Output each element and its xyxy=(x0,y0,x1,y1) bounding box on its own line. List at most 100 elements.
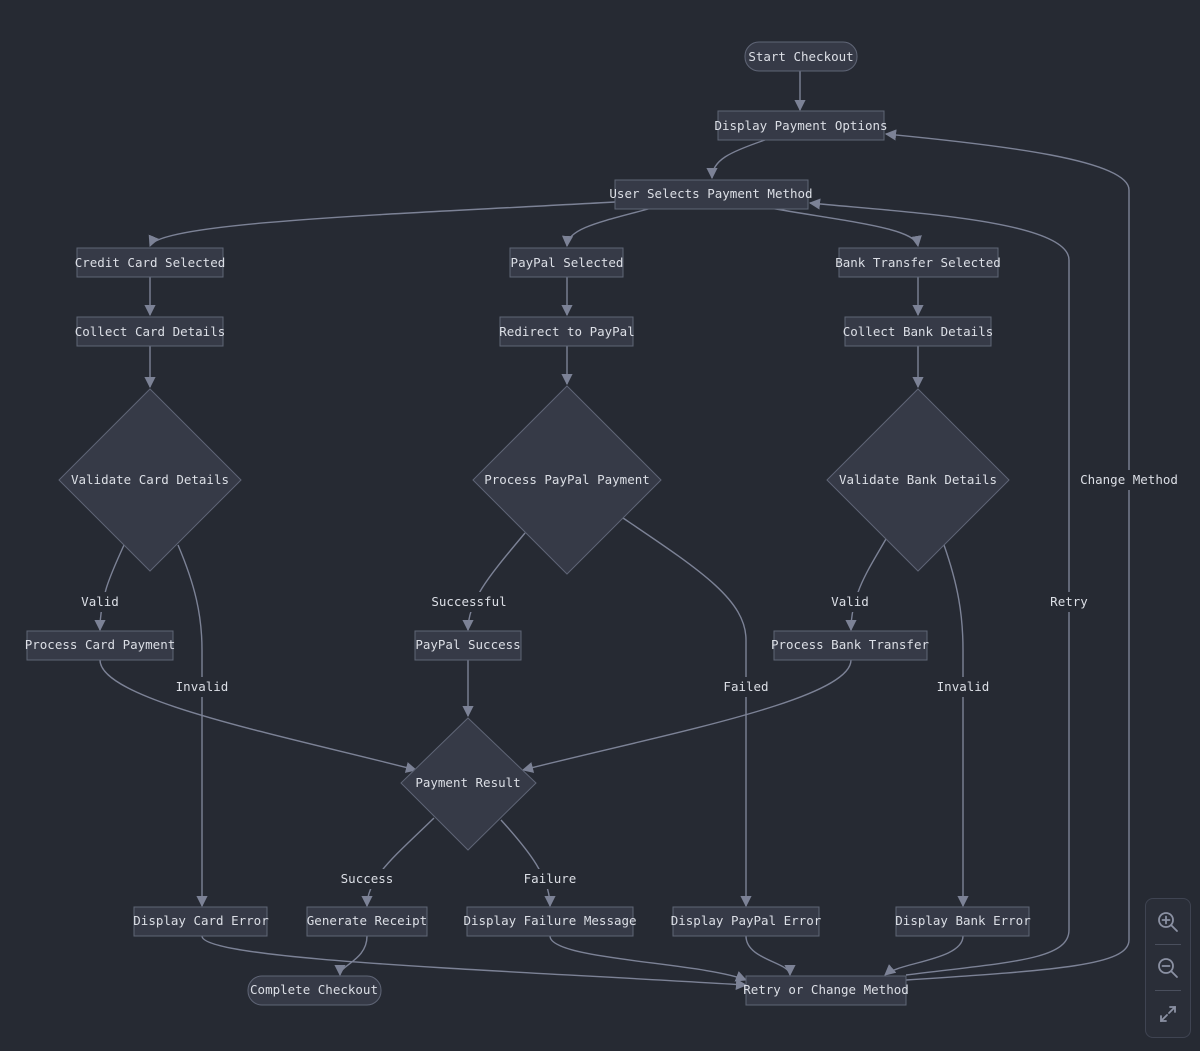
zoom-divider xyxy=(1155,990,1181,991)
svg-text:Successful: Successful xyxy=(431,594,506,609)
svg-text:Generate Receipt: Generate Receipt xyxy=(307,913,427,928)
svg-text:Complete Checkout: Complete Checkout xyxy=(250,982,378,997)
edge-card-error-retry xyxy=(201,935,748,990)
zoom-out-icon xyxy=(1158,957,1178,978)
svg-text:Valid: Valid xyxy=(831,594,869,609)
svg-text:Validate Bank Details: Validate Bank Details xyxy=(839,472,997,487)
nodes: Start Checkout Display Payment Options U… xyxy=(25,41,1031,1006)
svg-text:User Selects Payment Method: User Selects Payment Method xyxy=(609,186,812,201)
edge-label-card-valid: Valid xyxy=(80,592,120,612)
zoom-in-icon xyxy=(1158,911,1178,932)
svg-text:PayPal Success: PayPal Success xyxy=(415,637,520,652)
edge-bank-error-retry xyxy=(884,935,964,976)
edge-bank-valid xyxy=(845,538,887,632)
node-process-card-payment[interactable]: Process Card Payment xyxy=(25,630,176,661)
svg-text:Start Checkout: Start Checkout xyxy=(748,49,853,64)
edges xyxy=(94,71,1130,990)
node-collect-bank-details[interactable]: Collect Bank Details xyxy=(843,316,994,347)
node-process-paypal-payment[interactable]: Process PayPal Payment xyxy=(472,385,662,575)
node-redirect-to-paypal[interactable]: Redirect to PayPal xyxy=(499,316,635,347)
node-generate-receipt[interactable]: Generate Receipt xyxy=(306,906,428,937)
node-process-bank-transfer[interactable]: Process Bank Transfer xyxy=(771,630,930,661)
edge-labels: Valid Invalid Successful Failed Valid In… xyxy=(80,470,1178,889)
edge-process-card-result xyxy=(99,659,418,773)
svg-text:Invalid: Invalid xyxy=(937,679,990,694)
svg-text:Retry: Retry xyxy=(1050,594,1088,609)
node-start-checkout[interactable]: Start Checkout xyxy=(744,41,858,72)
svg-text:Process Card Payment: Process Card Payment xyxy=(25,637,176,652)
edge-label-paypal-failed: Failed xyxy=(722,677,770,697)
node-paypal-success[interactable]: PayPal Success xyxy=(414,630,522,661)
edge-label-change-method: Change Method xyxy=(1080,470,1178,490)
edge-select-paypal xyxy=(561,207,653,248)
edge-label-paypal-successful: Successful xyxy=(431,592,507,612)
node-payment-result[interactable]: Payment Result xyxy=(400,717,537,851)
svg-text:Retry or Change Method: Retry or Change Method xyxy=(743,982,909,997)
zoom-out-button[interactable] xyxy=(1146,945,1190,990)
zoom-in-button[interactable] xyxy=(1146,899,1190,944)
edge-label-result-success: Success xyxy=(339,869,395,889)
edge-change-method xyxy=(884,129,1130,981)
svg-text:Display Failure Message: Display Failure Message xyxy=(463,913,636,928)
svg-text:Display Payment Options: Display Payment Options xyxy=(714,118,887,133)
edge-label-bank-valid: Valid xyxy=(830,592,870,612)
node-user-selects-payment-method[interactable]: User Selects Payment Method xyxy=(609,179,813,210)
svg-text:Failed: Failed xyxy=(723,679,768,694)
edge-label-bank-invalid: Invalid xyxy=(935,677,991,697)
node-display-payment-options[interactable]: Display Payment Options xyxy=(714,110,888,141)
node-collect-card-details[interactable]: Collect Card Details xyxy=(75,316,226,347)
edge-card-invalid xyxy=(177,544,208,908)
svg-text:Process Bank Transfer: Process Bank Transfer xyxy=(771,637,930,652)
edge-retry xyxy=(808,198,1070,976)
node-validate-card-details[interactable]: Validate Card Details xyxy=(58,388,242,572)
node-display-failure-message[interactable]: Display Failure Message xyxy=(463,906,637,937)
edge-paypal-successful xyxy=(462,532,526,632)
node-credit-card-selected[interactable]: Credit Card Selected xyxy=(75,247,226,278)
svg-text:Credit Card Selected: Credit Card Selected xyxy=(75,255,226,270)
edge-paypal-failed xyxy=(622,517,752,908)
node-display-paypal-error[interactable]: Display PayPal Error xyxy=(671,906,822,937)
svg-text:Redirect to PayPal: Redirect to PayPal xyxy=(499,324,634,339)
node-validate-bank-details[interactable]: Validate Bank Details xyxy=(826,388,1010,572)
svg-text:Collect Bank Details: Collect Bank Details xyxy=(843,324,994,339)
svg-text:PayPal Selected: PayPal Selected xyxy=(511,255,624,270)
zoom-controls xyxy=(1145,898,1191,1038)
edge-select-credit xyxy=(148,201,616,248)
svg-text:Valid: Valid xyxy=(81,594,119,609)
svg-text:Display Bank Error: Display Bank Error xyxy=(895,913,1031,928)
edge-process-bank-result xyxy=(521,659,852,773)
svg-text:Process PayPal Payment: Process PayPal Payment xyxy=(484,472,650,487)
svg-text:Validate Card Details: Validate Card Details xyxy=(71,472,229,487)
svg-text:Display Card Error: Display Card Error xyxy=(133,913,269,928)
svg-text:Failure: Failure xyxy=(524,871,577,886)
node-retry-or-change-method[interactable]: Retry or Change Method xyxy=(743,975,909,1006)
svg-text:Display PayPal Error: Display PayPal Error xyxy=(671,913,822,928)
edge-receipt-complete xyxy=(334,935,368,977)
svg-text:Payment Result: Payment Result xyxy=(415,775,520,790)
expand-icon xyxy=(1160,1005,1176,1022)
svg-text:Success: Success xyxy=(341,871,394,886)
node-display-bank-error[interactable]: Display Bank Error xyxy=(895,906,1031,937)
node-bank-transfer-selected[interactable]: Bank Transfer Selected xyxy=(835,247,1001,278)
edge-paypal-error-retry xyxy=(745,935,796,977)
edge-result-failure xyxy=(500,819,556,908)
edge-label-result-failure: Failure xyxy=(522,869,578,889)
edge-label-card-invalid: Invalid xyxy=(174,677,230,697)
node-complete-checkout[interactable]: Complete Checkout xyxy=(247,975,382,1006)
fit-to-screen-button[interactable] xyxy=(1146,991,1190,1036)
svg-text:Change Method: Change Method xyxy=(1080,472,1178,487)
edge-failure-retry xyxy=(549,935,748,982)
node-display-card-error[interactable]: Display Card Error xyxy=(133,906,269,937)
edge-bank-invalid xyxy=(943,544,969,908)
zoom-divider xyxy=(1155,944,1181,945)
edge-select-bank xyxy=(769,207,922,248)
node-paypal-selected[interactable]: PayPal Selected xyxy=(509,247,624,278)
svg-text:Invalid: Invalid xyxy=(176,679,229,694)
svg-text:Bank Transfer Selected: Bank Transfer Selected xyxy=(835,255,1001,270)
edge-label-retry: Retry xyxy=(1047,592,1091,612)
edge-display-select xyxy=(706,139,766,180)
svg-text:Collect Card Details: Collect Card Details xyxy=(75,324,226,339)
edge-card-valid xyxy=(94,544,125,632)
